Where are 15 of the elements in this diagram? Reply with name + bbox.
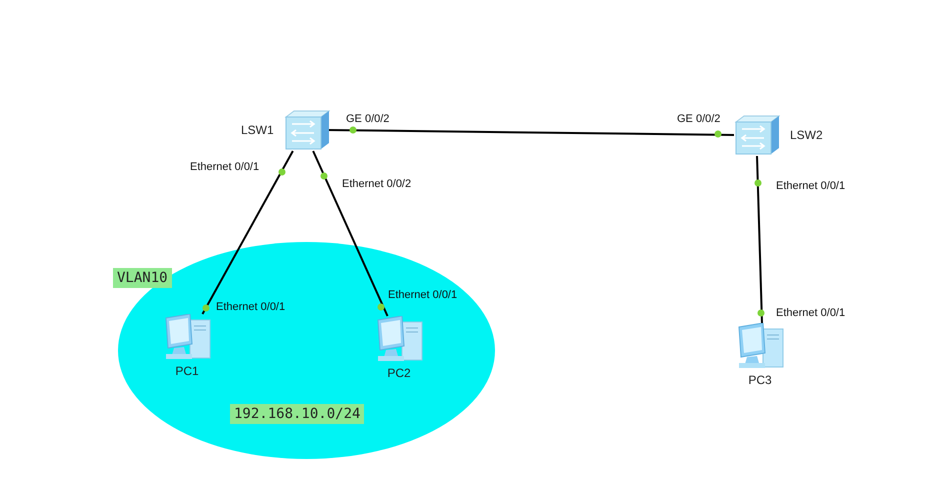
device-label: PC3 <box>748 373 772 387</box>
port-label: Ethernet 0/0/1 <box>776 307 846 319</box>
port-label: GE 0/0/2 <box>346 113 390 125</box>
area-label: 192.168.10.0/24 <box>230 404 364 424</box>
area-label: VLAN10 <box>113 268 172 288</box>
device-label: PC1 <box>175 364 199 378</box>
port-label: Ethernet 0/0/1 <box>388 289 458 301</box>
port-label: Ethernet 0/0/1 <box>776 180 846 192</box>
port-label: Ethernet 0/0/1 <box>216 301 286 313</box>
device-label: PC2 <box>387 366 411 380</box>
port-label: Ethernet 0/0/1 <box>190 161 260 173</box>
device-label: LSW2 <box>790 128 823 142</box>
device-label: LSW1 <box>241 123 274 137</box>
port-label: GE 0/0/2 <box>677 113 720 125</box>
port-label: Ethernet 0/0/2 <box>342 178 412 190</box>
